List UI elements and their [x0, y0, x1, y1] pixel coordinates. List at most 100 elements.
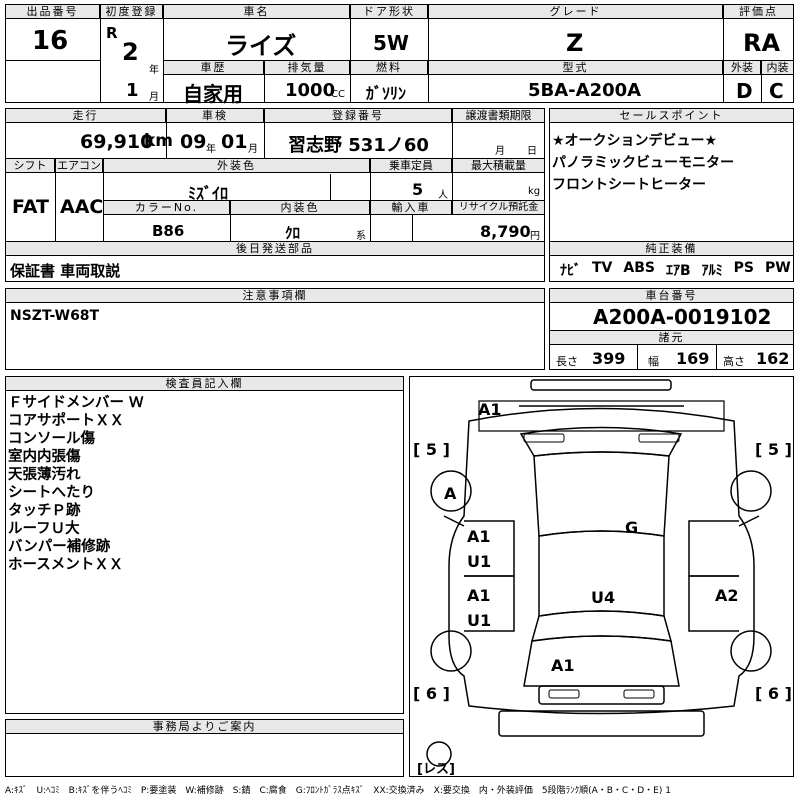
transfer-day-unit: 日 — [527, 146, 537, 157]
width-value: 169 — [676, 349, 710, 368]
mark-front-bumper: A1 — [478, 400, 502, 419]
reg-no-label: 登録番号 — [264, 108, 452, 123]
ac-value: AAC — [60, 196, 104, 218]
equipment-item: TV — [592, 260, 613, 276]
inspection-month: 01 — [221, 131, 248, 153]
grade-label: グレード — [428, 4, 723, 19]
tire-rear-right: [ 6 ] — [755, 684, 792, 703]
inspector-remark: タッチＰ跡 — [8, 503, 81, 519]
inspector-remark: コアサポートＸＸ — [8, 413, 124, 429]
equipment-item: ﾅﾋﾞ — [560, 263, 581, 279]
ac-label: エアコン — [55, 158, 103, 173]
displacement-value: 1000 — [285, 80, 336, 101]
max-load-unit: kg — [528, 186, 541, 197]
interior-label: 内装 — [761, 60, 794, 75]
equipment-item: ｴｱB — [665, 263, 691, 279]
ext-color-value: ﾐｽﾞｲﾛ — [188, 184, 229, 203]
month-unit: 月 — [149, 92, 159, 103]
inspector-remark: シートへたり — [8, 485, 95, 501]
inspector-remark: 天張薄汚れ — [8, 467, 81, 483]
max-load-label: 最大積載量 — [452, 158, 545, 173]
later-parts-label: 後日発送部品 — [5, 241, 545, 256]
notes-label: 注意事項欄 — [5, 288, 545, 303]
equipment-list: ﾅﾋﾞ TV ABS ｴｱB ｱﾙﾐ PS PW — [560, 260, 791, 280]
mileage-label: 走行 — [5, 108, 166, 123]
length-value: 399 — [592, 349, 626, 368]
equipment-item: PS — [733, 260, 754, 276]
inspector-remark: 室内内張傷 — [8, 449, 81, 465]
car-diagram — [426, 379, 772, 767]
equipment-item: ｱﾙﾐ — [701, 263, 723, 279]
exterior-label: 外装 — [723, 60, 761, 75]
fuel-value: ｶﾞｿﾘﾝ — [366, 84, 407, 103]
model-label: 型式 — [428, 60, 723, 75]
displacement-label: 排気量 — [264, 60, 350, 75]
sales-point-item: ★オークションデビュー★ — [552, 133, 718, 149]
tire-front-right: [ 5 ] — [755, 440, 792, 459]
notes-value: NSZT-W68T — [10, 308, 100, 324]
inspection-year: 09 — [180, 131, 207, 153]
inspector-remark: ホースメントＸＸ — [8, 557, 124, 573]
equipment-item: PW — [765, 260, 791, 276]
lot-number: 16 — [32, 26, 69, 56]
inspector-remark: バンパー補修跡 — [8, 539, 111, 555]
door-value: 5W — [373, 31, 409, 55]
mark-front-door-note: U1 — [467, 552, 492, 571]
int-color-value: ｸﾛ — [285, 224, 301, 242]
mark-rear-door-grade: A1 — [467, 586, 491, 605]
height-label: 高さ — [723, 355, 745, 368]
int-color-unit: 系 — [356, 231, 366, 242]
office-label: 事務局よりご案内 — [5, 719, 404, 734]
shift-value: FAT — [12, 196, 49, 218]
tire-front-left: [ 5 ] — [413, 440, 450, 459]
capacity-unit: 人 — [438, 190, 448, 201]
door-label: ドア形状 — [350, 4, 428, 19]
color-no-label: カラーNo. — [103, 200, 230, 215]
length-label: 長さ — [556, 355, 578, 368]
later-parts-value: 保証書 車両取説 — [10, 262, 121, 280]
inspector-label: 検査員記入欄 — [5, 376, 404, 391]
model-value: 5BA-A200A — [528, 80, 642, 101]
car-name-label: 車名 — [163, 4, 350, 19]
fuel-label: 燃料 — [350, 60, 428, 75]
import-label: 輸入車 — [370, 200, 452, 215]
year-unit: 年 — [149, 65, 159, 76]
era-label: R — [106, 24, 118, 42]
recycle-value: 8,790 — [480, 222, 531, 241]
mark-windshield: G — [625, 518, 639, 537]
mark-rear-door-note: U1 — [467, 611, 492, 630]
inspection-year-unit: 年 — [206, 144, 216, 155]
inspector-remark: Ｆサイドメンバー Ｗ — [8, 395, 144, 411]
transfer-month-unit: 月 — [495, 146, 505, 157]
mark-right-rear: A2 — [715, 586, 739, 605]
tire-rear-left: [ 6 ] — [413, 684, 450, 703]
sales-point-item: パノラミックビューモニター — [552, 155, 734, 171]
chassis-label: 車台番号 — [549, 288, 794, 303]
mileage-value: 69,910 — [80, 131, 154, 153]
inspection-month-unit: 月 — [248, 144, 258, 155]
reg-no-value: 習志野 531ノ60 — [288, 135, 429, 156]
score-value: RA — [743, 29, 781, 57]
interior-value: C — [769, 79, 784, 103]
first-reg-label: 初度登録 — [100, 4, 163, 19]
sales-points-label: セールスポイント — [549, 108, 794, 123]
history-label: 車歴 — [163, 60, 264, 75]
lot-label: 出品番号 — [5, 4, 100, 19]
transfer-label: 譲渡書類期限 — [452, 108, 545, 123]
legend: A:ｷｽﾞ U:ﾍｺﾐ B:ｷｽﾞを伴うﾍｺﾐ P:要塗装 W:補修跡 S:錆 … — [5, 786, 671, 796]
chassis-value: A200A-0019102 — [593, 305, 772, 329]
mark-front-left-tire: A — [444, 484, 457, 503]
inspection-label: 車検 — [166, 108, 264, 123]
recycle-unit: 円 — [530, 231, 540, 242]
exterior-value: D — [736, 79, 753, 103]
reg-month: 1 — [126, 80, 139, 101]
equipment-label: 純正装備 — [549, 241, 794, 256]
shift-label: シフト — [5, 158, 55, 173]
recycle-label: リサイクル預託金 — [452, 200, 545, 215]
int-color-label: 内装色 — [230, 200, 370, 215]
spare-tire: [レス] — [417, 762, 455, 777]
car-diagram-panel — [409, 376, 794, 777]
car-name: ライズ — [225, 32, 297, 60]
inspector-remark: ルーフＵ大 — [8, 521, 80, 537]
score-label: 評価点 — [723, 4, 794, 19]
